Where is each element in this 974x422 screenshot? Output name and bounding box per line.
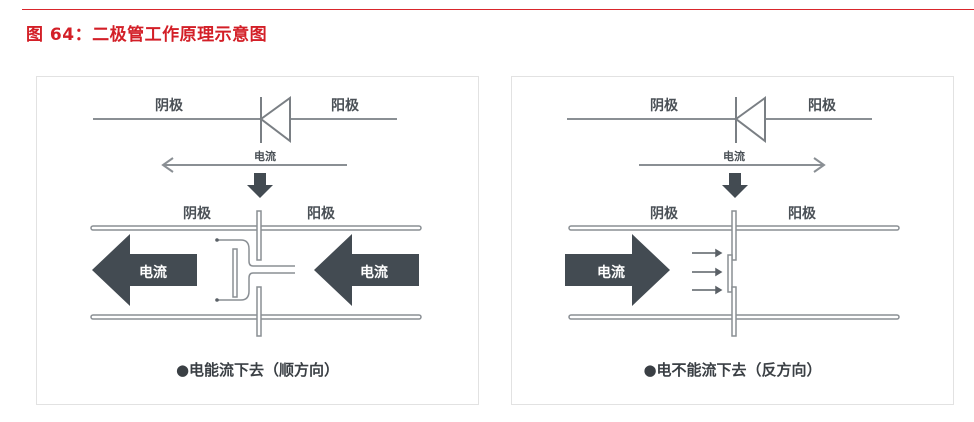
right-current-arrow: 电流 xyxy=(314,234,419,306)
left-current-arrow: 电流 xyxy=(565,234,670,306)
caption-reverse: ●电不能流下去（反方向） xyxy=(643,361,822,379)
panel-reverse: 阴极 阳极 电流 阴极 阳极 电流 ●电不能流下去（反方向） xyxy=(511,76,954,405)
current-label: 电流 xyxy=(723,149,745,163)
top-rule xyxy=(22,9,974,10)
current-label: 电流 xyxy=(254,149,276,163)
figure-title: 图 64：二极管工作原理示意图 xyxy=(26,25,268,45)
diode-reverse-diagram: 阴极 阳极 电流 阴极 阳极 电流 xyxy=(565,96,900,337)
anode-label: 阳极 xyxy=(808,97,837,114)
current-direction-arrow: 电流 xyxy=(161,149,347,173)
current-direction-arrow: 电流 xyxy=(639,149,826,173)
svg-text:电流: 电流 xyxy=(139,264,167,281)
mech-anode-label: 阳极 xyxy=(307,205,336,222)
mech-cathode-label: 阴极 xyxy=(650,205,679,222)
cathode-label: 阴极 xyxy=(650,97,679,114)
svg-text:电流: 电流 xyxy=(597,264,625,281)
anode-label: 阳极 xyxy=(331,97,360,114)
diode-symbol: 阴极 阳极 xyxy=(567,96,872,144)
down-arrow-icon xyxy=(722,173,748,198)
panel-forward: 阴极 阳极 电流 阴极 阳极 电流 电流 xyxy=(36,76,479,405)
down-arrow-icon xyxy=(247,173,273,198)
diode-symbol: 阴极 阳极 xyxy=(93,96,397,144)
svg-text:电流: 电流 xyxy=(360,264,388,281)
mech-anode-label: 阳极 xyxy=(788,205,817,222)
cathode-label: 阴极 xyxy=(155,97,184,114)
left-current-arrow: 电流 xyxy=(92,234,197,306)
mech-cathode-label: 阴极 xyxy=(183,205,212,222)
diode-forward-diagram: 阴极 阳极 电流 阴极 阳极 电流 电流 xyxy=(90,96,422,337)
caption-forward: ●电能流下去（顺方向） xyxy=(175,361,340,379)
small-flow-arrows xyxy=(692,248,723,295)
